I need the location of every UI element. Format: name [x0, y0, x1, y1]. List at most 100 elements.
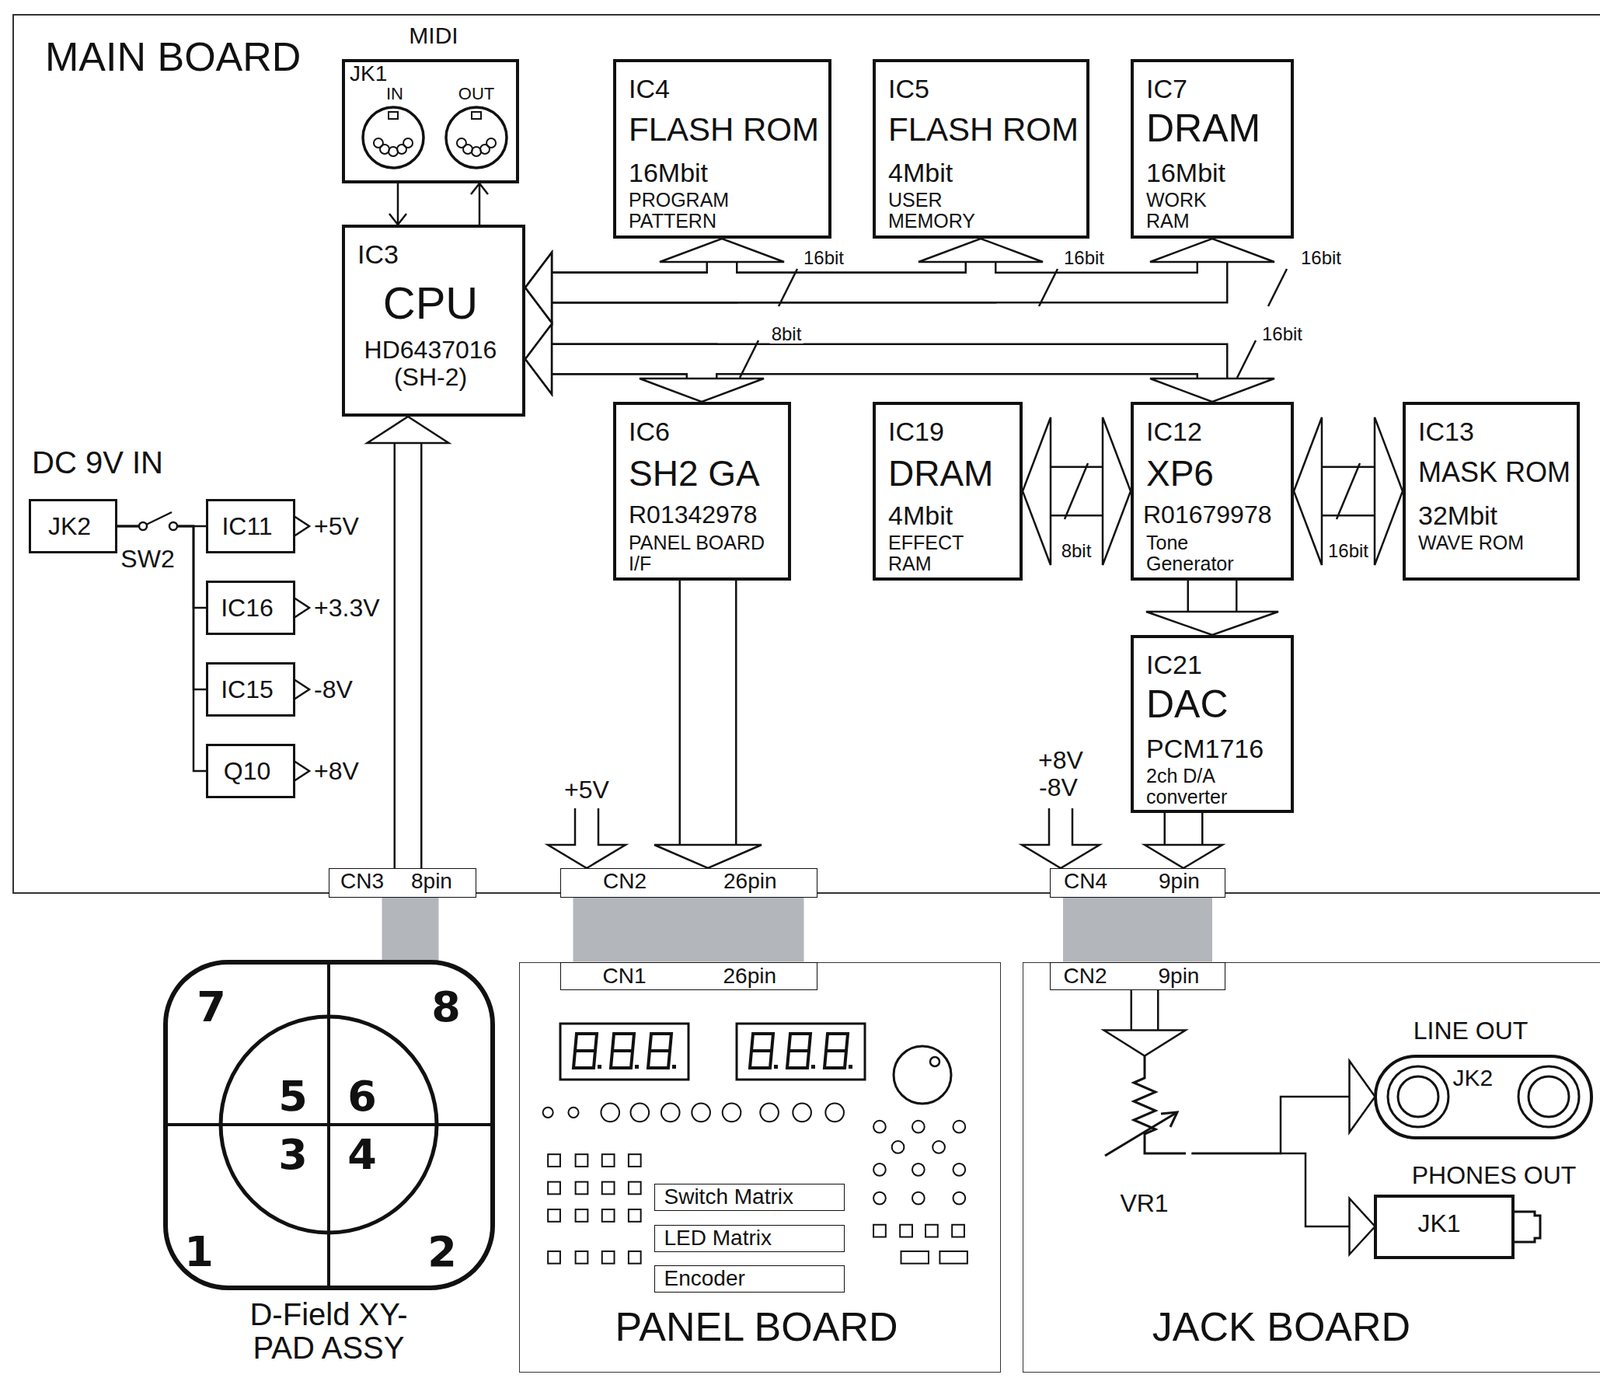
node-text: CN2 — [603, 869, 647, 893]
arrowhead — [525, 324, 552, 394]
bus-fill — [551, 359, 1213, 379]
node-text: 8pin — [411, 869, 453, 893]
node-text: MASK ROM — [1418, 457, 1571, 489]
bus-fill — [1188, 580, 1236, 612]
bus-fills — [407, 261, 1375, 1031]
ribbon-cable — [1063, 897, 1213, 963]
arrowhead — [1102, 417, 1131, 565]
seven-segment-digit — [573, 1033, 597, 1068]
signal-label: SW2 — [118, 546, 176, 572]
regulator-box: IC11 — [205, 498, 296, 554]
node-text: PANEL BOARD I/F — [628, 532, 777, 575]
node-text: 32Mbit — [1418, 501, 1498, 530]
node-text: Tone Generator — [1146, 532, 1263, 575]
signal-label: -8V — [1037, 774, 1080, 800]
connector: CN29pin — [1049, 962, 1226, 990]
led-button — [691, 1103, 711, 1123]
pad-number: 3 — [276, 1133, 310, 1176]
node-text: JACK BOARD — [1023, 1304, 1540, 1349]
wiper-head — [1160, 1111, 1178, 1127]
arrowhead — [1150, 378, 1275, 402]
bus-fill — [551, 261, 1213, 288]
pad-number: 5 — [276, 1075, 310, 1118]
arrowhead — [1022, 417, 1051, 565]
node-text: IC16 — [208, 594, 286, 622]
decimal-point — [773, 1064, 778, 1069]
node-text: EFFECT RAM — [888, 532, 990, 575]
led-button — [912, 1120, 925, 1133]
panel-key — [547, 1181, 561, 1195]
node-text: IC15 — [208, 676, 286, 704]
led-button — [952, 1163, 966, 1176]
line-out-jack: LINE OUTJK2 — [1375, 1014, 1594, 1138]
arrowhead — [470, 183, 489, 195]
panel-key — [575, 1251, 589, 1264]
node-text: 26pin — [723, 869, 778, 893]
flash-rom: IC4FLASH ROM16MbitPROGRAM PATTERN — [613, 59, 832, 239]
volume-resistor: VR1 — [1103, 1056, 1193, 1224]
node-text: CPU — [345, 278, 516, 328]
arrowhead — [367, 416, 450, 443]
cpu-chip: IC3CPUHD6437016 (SH-2) — [341, 224, 526, 417]
din-key — [388, 111, 398, 119]
pad-number: 6 — [345, 1075, 379, 1118]
arrowhead — [1293, 417, 1322, 565]
knob-mark — [930, 1056, 940, 1067]
function-box: LED Matrix — [654, 1224, 845, 1252]
node-text: SH2 GA — [628, 454, 760, 494]
panel-key — [628, 1153, 642, 1167]
node-text: CN3 — [340, 869, 384, 893]
decimal-point — [811, 1064, 816, 1069]
regulator-box: IC15 — [205, 662, 296, 717]
pad-number: 1 — [182, 1230, 216, 1273]
node-text: 4Mbit — [888, 158, 953, 188]
midi-jack: MIDIJK1 — [341, 59, 520, 184]
node-text: DRAM — [888, 454, 994, 494]
dc-jack: JK2 — [28, 498, 118, 554]
panel-key — [901, 1251, 929, 1264]
bus-width-label: 16bit — [1260, 324, 1304, 344]
gate-array: IC6SH2 GAR01342978PANEL BOARD I/F — [613, 401, 792, 581]
din-pin — [403, 138, 413, 148]
bus-arrow — [1187, 580, 1238, 612]
jack-outline — [1375, 1195, 1513, 1258]
arrowhead — [525, 324, 552, 394]
jack-outline — [1375, 1056, 1592, 1138]
node-text: USER MEMORY — [888, 189, 1005, 232]
node-text: IC21 — [1146, 650, 1203, 680]
bus-fill — [395, 442, 421, 868]
encoder-knob — [893, 1045, 952, 1104]
bus-width-slash — [1268, 268, 1287, 307]
bus-arrow — [1130, 989, 1160, 1031]
bus-arrow — [551, 261, 1213, 288]
panel-key — [925, 1224, 938, 1238]
node-text: IC7 — [1146, 74, 1188, 104]
bus-width-slash — [739, 340, 759, 378]
dram-chip: IC19DRAM4MbitEFFECT RAM — [872, 401, 1023, 581]
din-pin — [486, 138, 496, 148]
arrowhead — [1349, 1060, 1376, 1133]
signal-label: -8V — [312, 676, 355, 702]
rca-socket — [1528, 1076, 1569, 1117]
supply-arrow — [1021, 808, 1100, 868]
connector: CN49pin — [1049, 867, 1226, 898]
bus-width-label: 16bit — [801, 248, 846, 268]
regulator-box: IC16 — [205, 580, 296, 635]
arrowhead — [639, 378, 764, 402]
rca-socket — [1518, 1066, 1580, 1127]
decimal-point — [634, 1064, 639, 1069]
connector: CN126pin — [560, 962, 818, 990]
bus-width-slash — [778, 268, 798, 307]
arrowhead — [389, 213, 407, 225]
seven-segment-digit — [610, 1033, 635, 1068]
resistor-symbol — [1133, 1056, 1186, 1154]
panel-key — [602, 1181, 615, 1195]
signal-line — [117, 526, 206, 771]
led-button — [932, 1140, 945, 1154]
rca-socket — [1397, 1076, 1439, 1117]
bus-arrow — [679, 580, 738, 845]
pad-number: 7 — [195, 986, 228, 1029]
node-text: Switch Matrix — [664, 1185, 794, 1209]
arrowhead — [918, 238, 1043, 262]
